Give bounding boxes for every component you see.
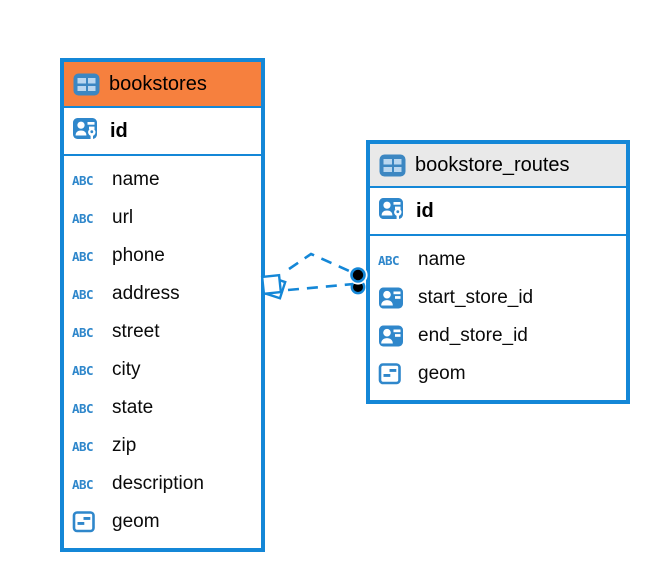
column-row[interactable]: geom <box>370 355 626 393</box>
fk-line-lower[interactable] <box>287 282 355 292</box>
text-type-icon: ABC <box>72 286 94 302</box>
column-label: start_store_id <box>418 287 534 308</box>
table-bookstore-routes[interactable]: bookstore_routes id ABC name <box>366 140 630 404</box>
column-label: state <box>112 397 154 418</box>
column-label-id: id <box>110 119 128 142</box>
column-row[interactable]: geom <box>64 503 261 541</box>
column-label: end_store_id <box>418 325 528 346</box>
column-label: address <box>112 283 180 304</box>
text-type-icon: ABC <box>72 476 94 492</box>
column-row[interactable]: ABC phone <box>64 237 261 275</box>
foreign-key-icon <box>378 324 409 348</box>
column-label: street <box>112 321 160 342</box>
text-type-icon: ABC <box>72 210 94 226</box>
table-icon <box>379 154 406 177</box>
column-row[interactable]: ABC street <box>64 313 261 351</box>
column-row-id[interactable]: id <box>370 186 626 236</box>
column-row[interactable]: ABC state <box>64 389 261 427</box>
primary-key-icon <box>72 117 101 145</box>
column-label: phone <box>112 245 165 266</box>
text-type-icon: ABC <box>72 324 94 340</box>
text-type-icon: ABC <box>72 438 94 454</box>
foreign-key-icon <box>378 286 409 310</box>
table-bookstore-routes-columns: ABC name start_store_id <box>370 236 626 400</box>
column-row[interactable]: ABC zip <box>64 427 261 465</box>
column-label: geom <box>112 511 160 532</box>
table-bookstores-columns: ABC name ABC url ABC phone ABC address A… <box>64 156 261 548</box>
table-title: bookstore_routes <box>415 153 570 176</box>
column-row[interactable]: start_store_id <box>370 279 626 317</box>
column-row[interactable]: ABC description <box>64 465 261 503</box>
fk-line-upper[interactable] <box>288 252 357 276</box>
column-row[interactable]: ABC url <box>64 199 261 237</box>
text-type-icon: ABC <box>72 248 94 264</box>
column-row-id[interactable]: id <box>64 106 261 156</box>
column-label: city <box>112 359 141 380</box>
column-label: url <box>112 207 134 228</box>
column-label: geom <box>418 363 466 384</box>
column-label: name <box>418 249 466 270</box>
primary-key-icon <box>378 197 407 225</box>
text-type-icon: ABC <box>378 252 400 268</box>
column-label: name <box>112 169 160 190</box>
table-title: bookstores <box>109 72 207 95</box>
relationship-dot-endpoints[interactable] <box>348 265 368 295</box>
geometry-type-icon <box>378 362 409 386</box>
column-label: description <box>112 473 204 494</box>
geometry-type-icon <box>72 510 103 534</box>
text-type-icon: ABC <box>72 172 94 188</box>
table-bookstores-header[interactable]: bookstores <box>64 62 261 106</box>
column-label: zip <box>112 435 137 456</box>
column-row[interactable]: end_store_id <box>370 317 626 355</box>
column-label-id: id <box>416 199 434 222</box>
relationship-connector[interactable] <box>250 238 378 316</box>
column-row[interactable]: ABC address <box>64 275 261 313</box>
text-type-icon: ABC <box>72 400 94 416</box>
table-bookstore-routes-header[interactable]: bookstore_routes <box>370 144 626 186</box>
column-row[interactable]: ABC name <box>64 161 261 199</box>
column-row[interactable]: ABC name <box>370 241 626 279</box>
relationship-diamond-endpoint[interactable] <box>260 273 287 300</box>
text-type-icon: ABC <box>72 362 94 378</box>
column-row[interactable]: ABC city <box>64 351 261 389</box>
table-bookstores[interactable]: bookstores id ABC name ABC url <box>60 58 265 552</box>
table-icon <box>73 73 100 96</box>
